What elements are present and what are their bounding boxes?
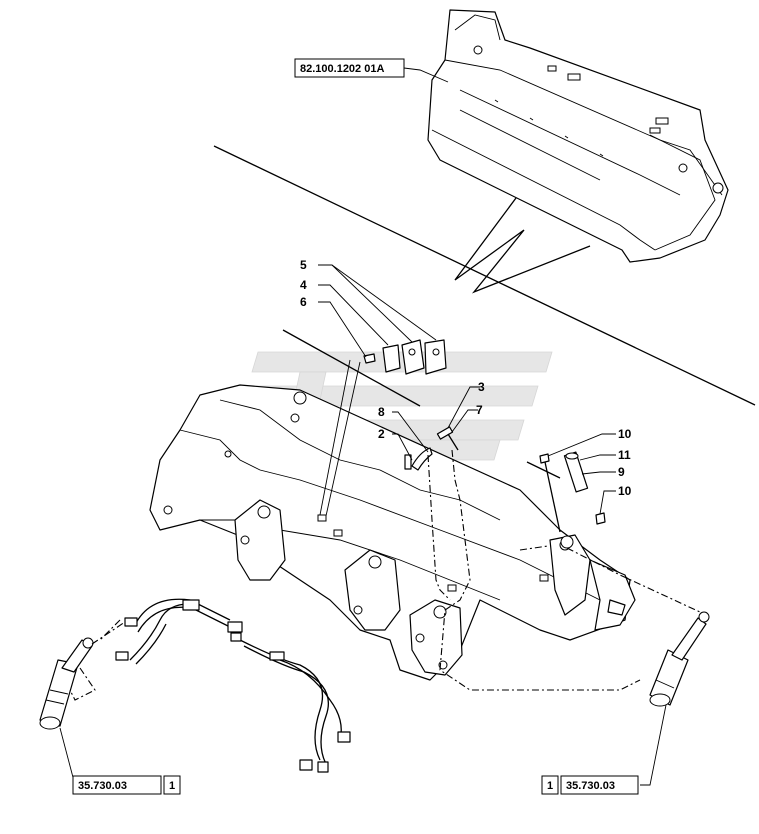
- reference-bucket[interactable]: 82.100.1202 01A: [294, 58, 405, 78]
- wear-pads-parts: [363, 339, 447, 375]
- part-8-sleeve: [404, 454, 412, 470]
- hydraulic-hoses: [115, 598, 351, 773]
- callout-11: 11: [618, 448, 631, 462]
- callout-9: 9: [618, 465, 625, 479]
- assembly-lines: [69, 449, 701, 701]
- reference-cylinder-left-qty: 1: [169, 780, 175, 792]
- part-10-washer-bottom: [595, 512, 606, 525]
- divider-line-right: [526, 461, 561, 479]
- callout-8: 8: [378, 405, 385, 419]
- callout-6: 6: [300, 295, 307, 309]
- loader-frame: [149, 384, 636, 681]
- part-3-pin: [436, 426, 454, 440]
- pin-parts-center: [404, 426, 459, 471]
- bucket-leader-lines: [454, 197, 591, 294]
- part-4-pad: [382, 344, 401, 373]
- callout-leaders: [318, 67, 616, 517]
- part-5-pad-b: [424, 339, 447, 375]
- callout-10-bottom: 10: [618, 484, 632, 498]
- callout-3: 3: [478, 380, 485, 394]
- reference-cylinder-right-qty: 1: [547, 780, 553, 792]
- reference-cylinder-left[interactable]: 35.730.03 1: [72, 775, 181, 795]
- hydraulic-cylinder-right: [649, 611, 710, 707]
- callout-4: 4: [300, 278, 307, 292]
- callout-5: 5: [300, 258, 307, 272]
- callout-10-top: 10: [618, 427, 632, 441]
- part-2-bracket: [411, 447, 433, 471]
- pin-parts-right: [539, 451, 606, 549]
- part-5-pad: [401, 339, 425, 375]
- reference-bucket-label: 82.100.1202 01A: [300, 63, 384, 75]
- bucket-assembly: [427, 9, 729, 263]
- reference-cylinder-left-label: 35.730.03: [78, 780, 127, 792]
- divider-line-upper: [213, 145, 756, 406]
- reference-cylinder-right[interactable]: 1 35.730.03: [541, 775, 639, 795]
- part-6-bolt: [363, 353, 376, 364]
- divider-line-lower: [282, 329, 421, 407]
- callout-2: 2: [378, 427, 385, 441]
- leader-cylinder-right: [640, 704, 667, 786]
- callout-labels: 5 4 6 3 7 8 2 10 11 9 10: [300, 258, 632, 498]
- callout-7: 7: [476, 403, 483, 417]
- reference-cylinder-right-label: 35.730.03: [566, 780, 615, 792]
- part-10-washer-top: [539, 453, 550, 464]
- hydraulic-cylinder-left: [39, 637, 94, 730]
